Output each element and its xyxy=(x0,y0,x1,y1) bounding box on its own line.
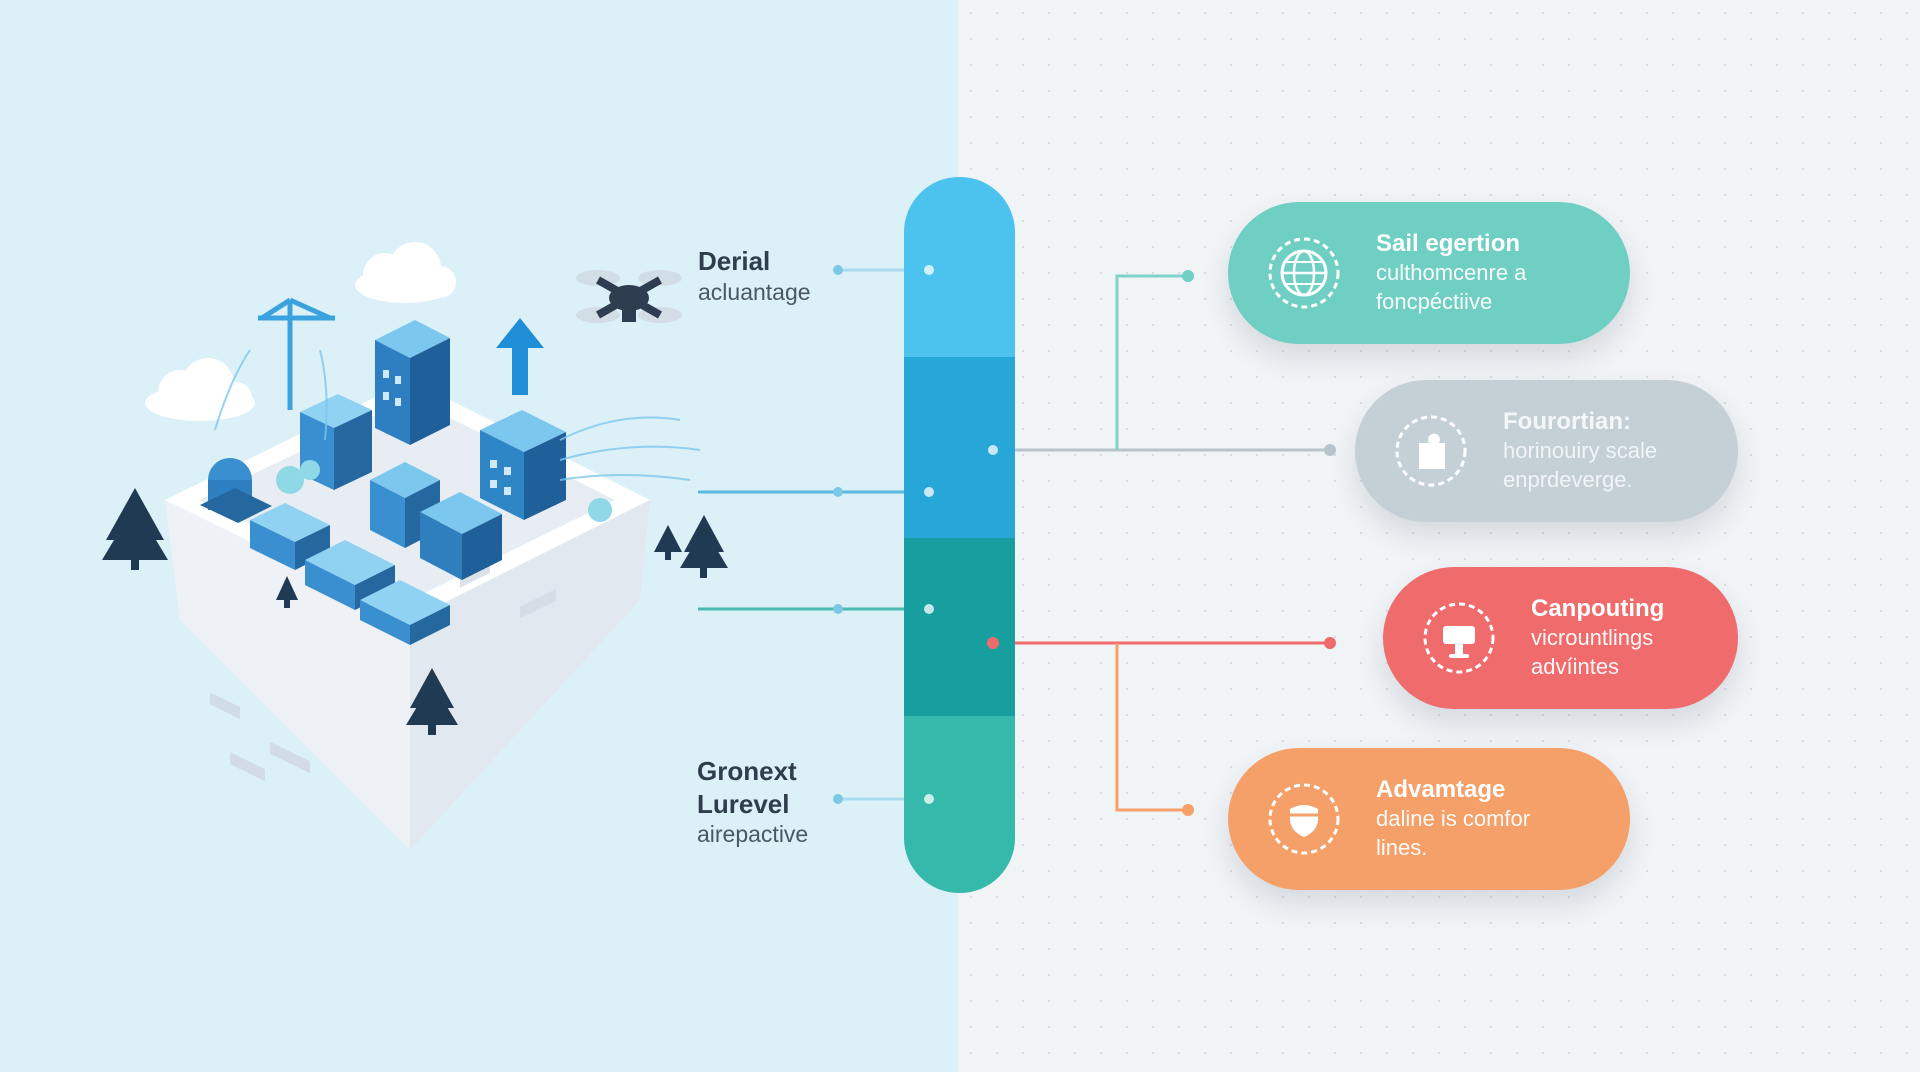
card-line: horinouiry scale xyxy=(1503,438,1658,464)
left-connector-dots xyxy=(833,265,843,804)
building xyxy=(250,503,330,570)
card-line: culthomcenre a xyxy=(1376,260,1527,286)
aerial-label-title: Derial xyxy=(698,246,771,276)
right-panel-background xyxy=(958,0,1920,1072)
card-canpouting: Canpouting vicrountlings advíintes xyxy=(1383,567,1738,709)
building xyxy=(360,580,450,645)
city-illustration xyxy=(102,242,728,850)
up-arrow-icon xyxy=(496,318,544,395)
building xyxy=(420,492,502,580)
pine-tree xyxy=(406,668,458,735)
card-line: lines. xyxy=(1376,834,1428,860)
right-connectors xyxy=(1015,274,1330,812)
card-line: advíintes xyxy=(1531,653,1620,679)
bar-dots xyxy=(924,265,998,804)
card-line: vicrountlings xyxy=(1531,625,1654,651)
card-title: Sail egertion xyxy=(1376,230,1521,257)
building xyxy=(375,320,450,445)
tree xyxy=(276,460,612,522)
puzzle-icon xyxy=(1395,415,1467,487)
card-line: daline is comfor xyxy=(1376,806,1531,832)
card-advamtage: Advamtage daline is comfor lines. xyxy=(1228,748,1630,890)
left-connectors xyxy=(698,268,930,801)
card-title: Fourortian: xyxy=(1503,408,1631,435)
card-fourortian: Fourortian: horinouiry scale enprdeverge… xyxy=(1355,380,1738,522)
card-sail-egertion: Sail egertion culthomcenre a foncpéctiiv… xyxy=(1228,202,1630,344)
bar-dot-red xyxy=(987,637,999,649)
pine-tree xyxy=(654,525,682,560)
building xyxy=(480,410,566,520)
card-line: foncpéctiive xyxy=(1376,288,1493,314)
globe-icon xyxy=(1268,237,1340,309)
drone-icon xyxy=(576,270,682,323)
card-title: Canpouting xyxy=(1531,595,1665,622)
aerial-label: Derial acluantage xyxy=(698,245,811,306)
cloud-icon xyxy=(355,242,456,303)
shield-icon xyxy=(1268,783,1340,855)
central-bar xyxy=(904,177,1015,893)
card-line: enprdeverge. xyxy=(1503,466,1633,492)
ground-level-label: Gronext Lurevel airepactive xyxy=(697,755,808,849)
crane xyxy=(258,297,335,410)
computer-icon xyxy=(1423,602,1495,674)
ground-label-title-line2: Lurevel xyxy=(697,788,790,819)
pine-tree xyxy=(102,488,168,570)
pine-tree xyxy=(680,515,728,578)
ground-label-subtitle: airepactive xyxy=(697,821,809,847)
aerial-label-subtitle: acluantage xyxy=(698,278,811,305)
pine-tree xyxy=(276,576,298,608)
ground-label-title-line1: Gronext xyxy=(697,756,797,786)
dome-building xyxy=(200,458,272,523)
cloud-icon xyxy=(145,358,255,421)
card-title: Advamtage xyxy=(1376,776,1506,803)
